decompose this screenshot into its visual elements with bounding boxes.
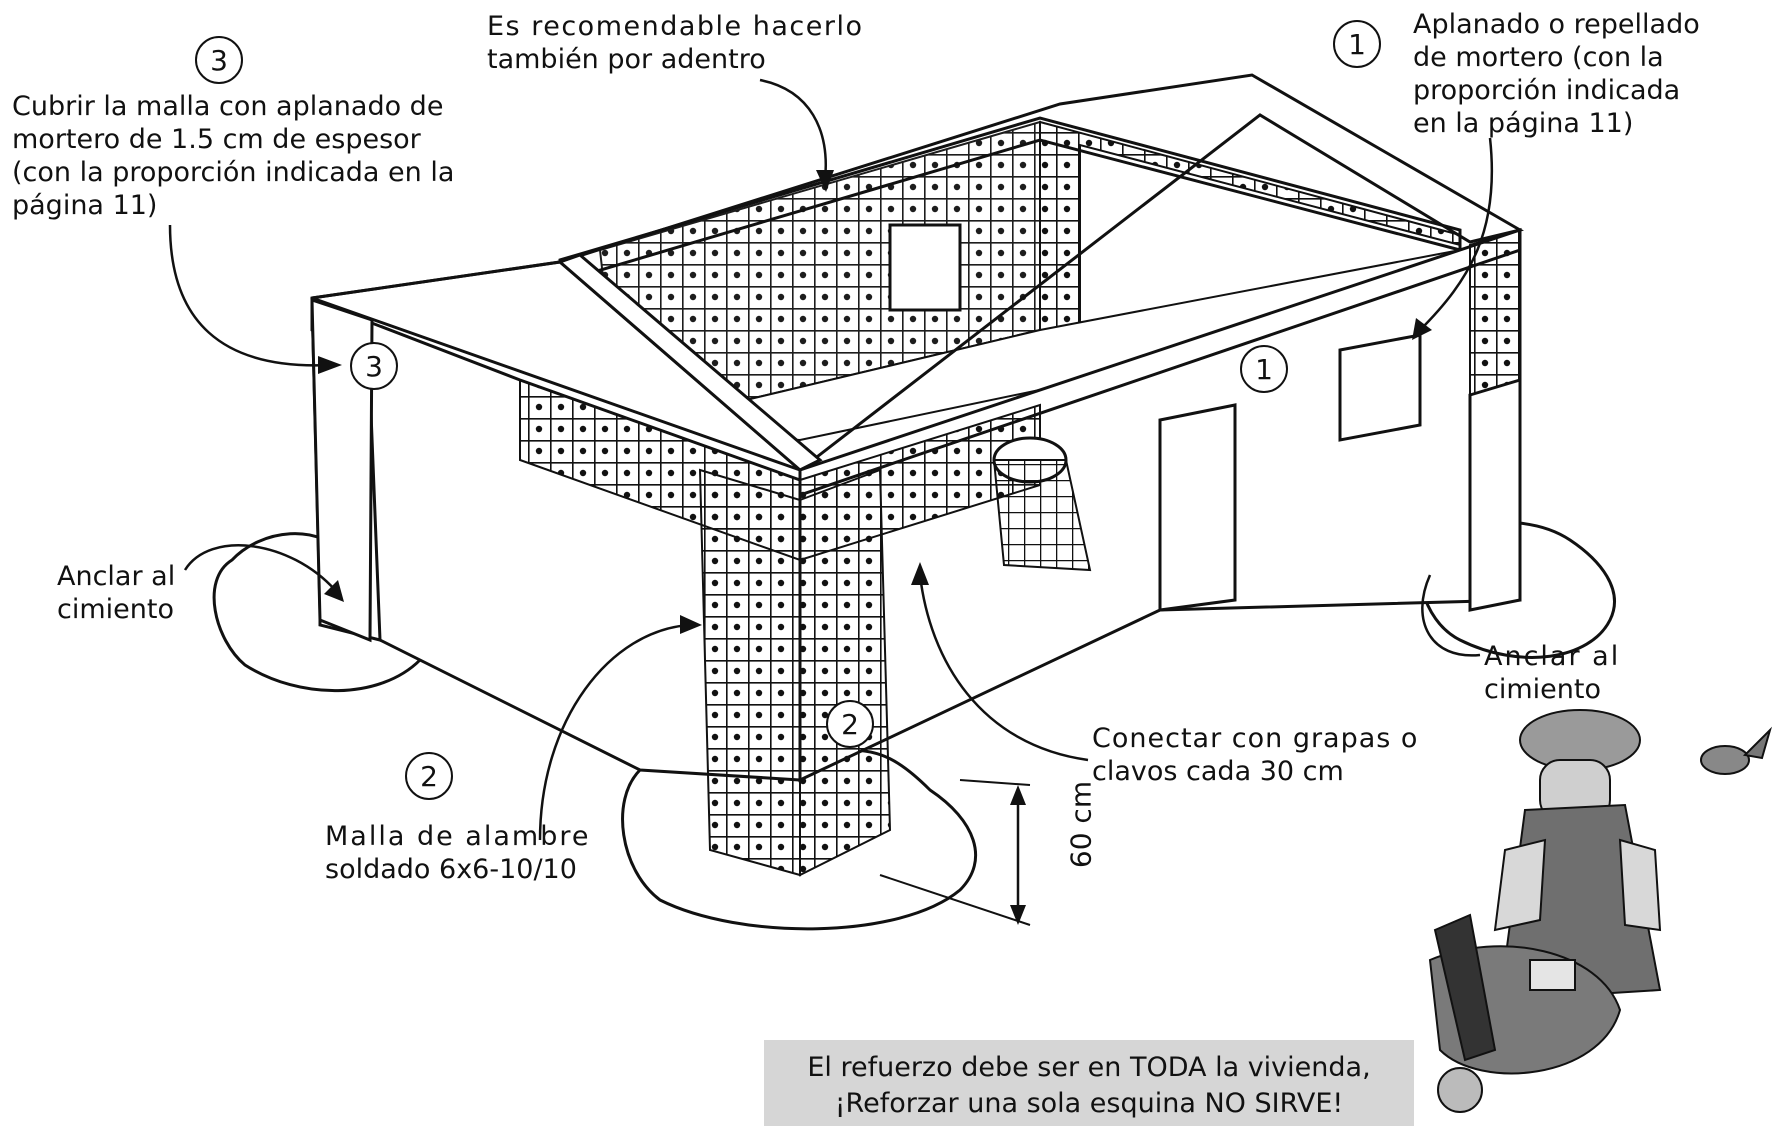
label-line: Cubrir la malla con aplanado de [12,91,444,122]
dimension-ext-bottom [879,874,1031,926]
label-line: cimiento [57,594,174,625]
marker-two-column: 2 [826,700,874,748]
label-line: Anclar al [57,561,176,592]
leader-connect-head [911,562,929,585]
label-line: cimiento [1484,674,1601,705]
mesh-column-right [799,468,892,877]
roof-slab [311,73,1525,472]
leader-top-right-head [1412,318,1432,340]
dimension-ext-top [959,779,1031,786]
note-line: El refuerzo debe ser en TODA la vivienda… [807,1052,1371,1083]
label-line: de mortero (con la [1413,42,1664,73]
leader-top-right [1419,137,1494,331]
label-anchor-left: Anclar al cimiento [57,560,175,626]
mesh-roll-body [992,459,1092,572]
leader-top-left [168,224,331,367]
front-door [1158,403,1237,612]
note-line: ¡Reforzar una sola esquina NO SIRVE! [834,1088,1344,1119]
leader-left-anchor [183,544,336,591]
label-line: Conectar con grapas o [1092,723,1419,754]
dimension-arrow-top [1010,785,1026,805]
bird-figure [1700,726,1773,775]
leader-mesh [538,623,691,841]
leader-right-anchor [1421,574,1481,657]
marker-three-top: 3 [195,36,243,84]
marker-one-top: 1 [1333,20,1381,68]
label-line: mortero de 1.5 cm de espesor [12,124,421,155]
marker-three-wall: 3 [350,342,398,390]
leader-connect [918,574,1089,762]
interior-window [888,223,962,312]
dimension-label: 60 cm [1064,780,1098,869]
label-line: también por adentro [487,44,766,75]
label-line: clavos cada 30 cm [1092,756,1344,787]
dimension-arrow-bottom [1010,905,1026,925]
right-column [1469,228,1521,397]
leader-mesh-head [680,615,702,634]
label-line: Aplanado o repellado [1413,9,1700,40]
label-plaster: Aplanado o repellado de mortero (con la … [1413,8,1700,140]
front-window [1338,333,1422,442]
leader-top-center [759,78,827,181]
label-line: soldado 6x6-10/10 [325,854,577,885]
label-wire-mesh: Malla de alambre soldado 6x6-10/10 [325,820,590,886]
leader-left-anchor-head [324,580,344,602]
label-line: Anclar al [1484,641,1621,672]
marker-one-wall: 1 [1240,345,1288,393]
right-column-base [1468,377,1522,612]
label-connect: Conectar con grapas o clavos cada 30 cm [1092,722,1418,788]
warning-note: El refuerzo debe ser en TODA la vivienda… [764,1040,1414,1126]
leader-top-center-head [816,170,834,192]
label-cover-mesh: Cubrir la malla con aplanado de mortero … [12,90,467,222]
label-inside-recommend: Es recomendable hacerlo también por aden… [487,10,863,76]
label-line: Malla de alambre [325,821,591,852]
label-line: Es recomendable hacerlo [487,11,864,42]
gardener-figure [1428,709,1662,1113]
leader-top-left-head [318,356,342,374]
label-line: en la página 11) [1413,108,1634,139]
marker-two-label: 2 [405,752,453,800]
label-line: página 11) [12,190,158,221]
roof-ridge [557,253,823,472]
label-line: (con la proporción indicada en la [12,157,455,188]
label-anchor-right: Anclar al cimiento [1484,640,1620,706]
label-line: proporción indicada [1413,75,1681,106]
mesh-column-left [698,468,801,877]
